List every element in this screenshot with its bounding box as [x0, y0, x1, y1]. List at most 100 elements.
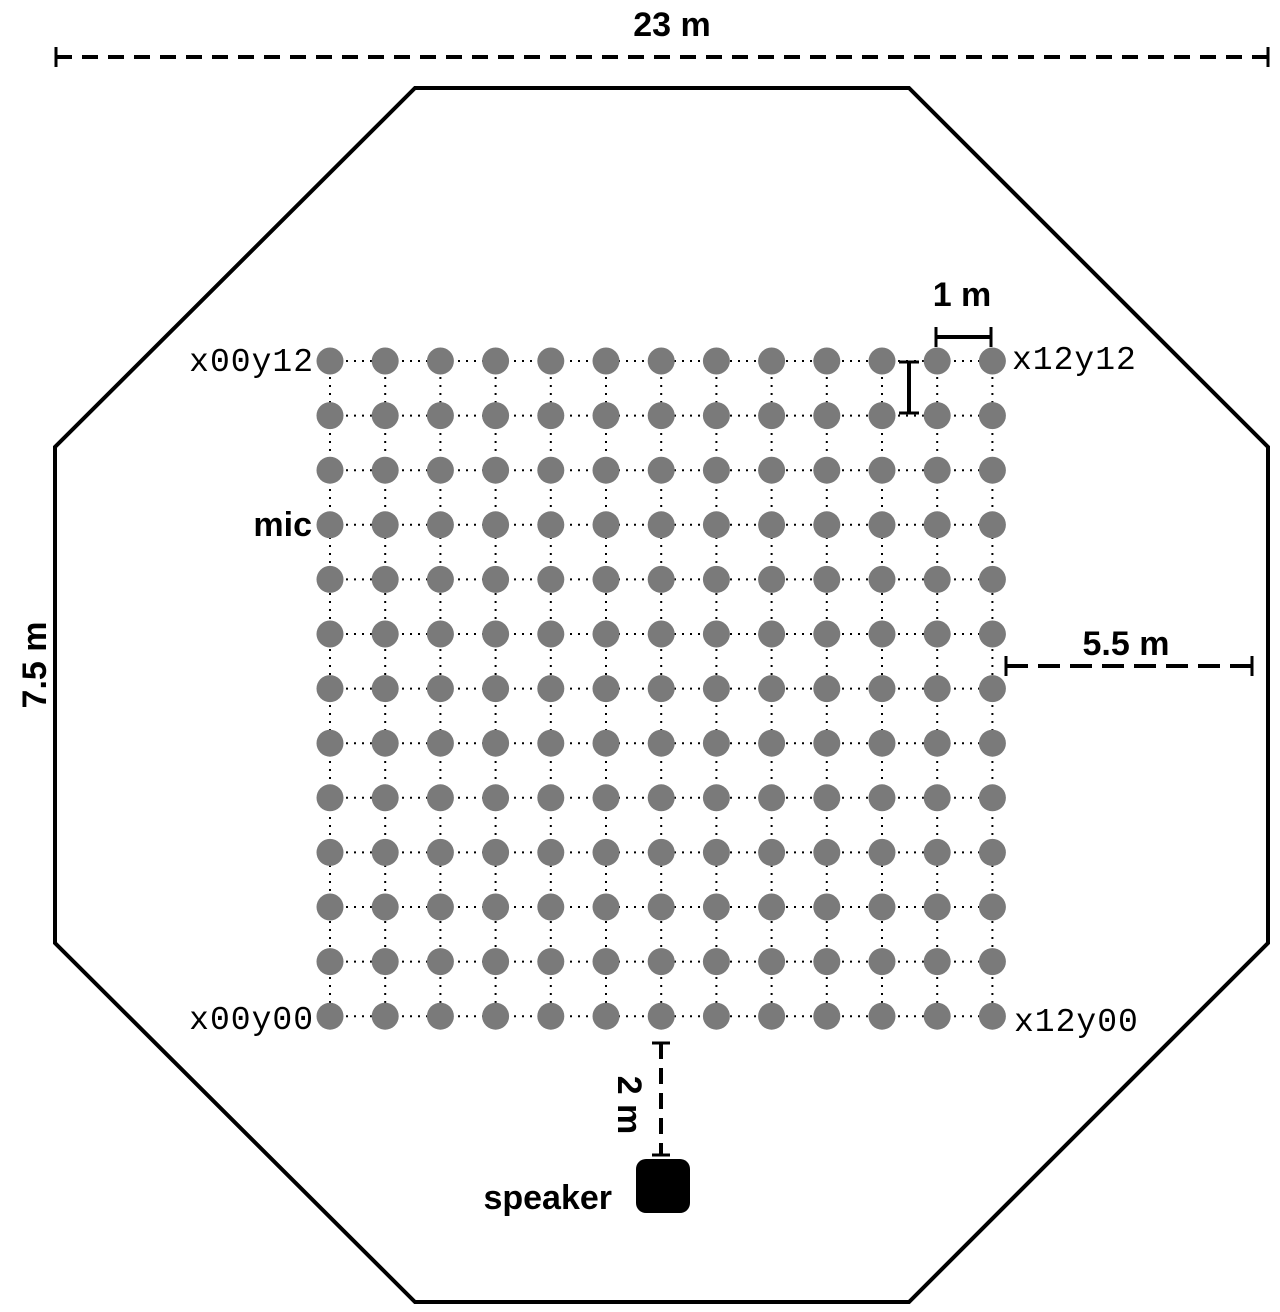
mic-point — [923, 784, 951, 812]
mic-point — [758, 729, 786, 757]
mic-point — [978, 347, 1006, 375]
mic-array — [316, 347, 1006, 1030]
mic-point — [426, 620, 454, 648]
mic-point — [813, 456, 841, 484]
mic-point — [371, 347, 399, 375]
mic-point — [647, 620, 675, 648]
mic-point — [813, 675, 841, 703]
mic-point — [371, 402, 399, 430]
mic-point — [316, 784, 344, 812]
mic-point — [868, 402, 896, 430]
mic-point — [316, 456, 344, 484]
mic-point — [592, 402, 620, 430]
mic-point — [868, 729, 896, 757]
mic-point — [592, 784, 620, 812]
mic-point — [978, 838, 1006, 866]
mic-point — [647, 838, 675, 866]
mic-point — [371, 565, 399, 593]
mic-point — [647, 402, 675, 430]
mic-point — [537, 838, 565, 866]
mic-point — [978, 784, 1006, 812]
mic-point — [647, 893, 675, 921]
mic-point — [978, 1002, 1006, 1030]
mic-point — [426, 948, 454, 976]
mic-point — [647, 456, 675, 484]
mic-point — [537, 675, 565, 703]
mic-point — [702, 402, 730, 430]
mic-point — [813, 948, 841, 976]
mic-point — [592, 620, 620, 648]
mic-point — [371, 838, 399, 866]
mic-point — [537, 565, 565, 593]
mic-point — [482, 675, 510, 703]
mic-point — [426, 838, 454, 866]
mic-point — [537, 456, 565, 484]
mic-point — [868, 511, 896, 539]
mic-point — [647, 1002, 675, 1030]
mic-point — [537, 1002, 565, 1030]
mic-point — [592, 565, 620, 593]
mic-point — [482, 565, 510, 593]
mic-point — [316, 620, 344, 648]
mic-point — [592, 511, 620, 539]
mic-point — [592, 893, 620, 921]
mic-point — [702, 948, 730, 976]
mic-point — [371, 893, 399, 921]
mic-point — [813, 838, 841, 866]
mic-point — [923, 838, 951, 866]
mic-point — [813, 729, 841, 757]
mic-point — [868, 1002, 896, 1030]
mic-point — [316, 1002, 344, 1030]
mic-point — [482, 893, 510, 921]
mic-point — [482, 347, 510, 375]
corner-label-bottom-right: x12y00 — [1014, 1004, 1139, 1041]
mic-point — [426, 565, 454, 593]
mic-point — [758, 347, 786, 375]
mic-point — [371, 511, 399, 539]
mic-point — [923, 893, 951, 921]
mic-point — [923, 948, 951, 976]
mic-point — [923, 1002, 951, 1030]
mic-point — [592, 456, 620, 484]
mic-point — [868, 893, 896, 921]
mic-point — [647, 347, 675, 375]
speaker-distance-dimension: 2 m — [610, 1041, 670, 1157]
mic-point — [758, 456, 786, 484]
mic-point — [813, 784, 841, 812]
mic-point — [647, 784, 675, 812]
mic-point — [537, 402, 565, 430]
mic-point — [316, 675, 344, 703]
mic-point — [537, 729, 565, 757]
mic-point — [868, 620, 896, 648]
mic-point — [923, 565, 951, 593]
mic-point — [702, 620, 730, 648]
mic-point — [978, 456, 1006, 484]
side-gap-label: 5.5 m — [1083, 625, 1170, 663]
mic-point — [868, 456, 896, 484]
mic-point — [758, 402, 786, 430]
mic-point — [482, 838, 510, 866]
mic-point — [923, 729, 951, 757]
mic-point — [482, 456, 510, 484]
speaker-label: speaker — [483, 1179, 612, 1217]
mic-point — [371, 456, 399, 484]
mic-point — [316, 838, 344, 866]
room-outline — [53, 86, 1270, 1304]
mic-point — [702, 784, 730, 812]
mic-point — [647, 565, 675, 593]
side-gap-dimension: 5.5 m — [1004, 625, 1254, 676]
mic-point — [426, 784, 454, 812]
mic-point — [702, 456, 730, 484]
mic-point — [316, 729, 344, 757]
mic-point — [978, 729, 1006, 757]
mic-point — [482, 784, 510, 812]
mic-point — [537, 948, 565, 976]
spacing-dimension: 1 m — [899, 276, 993, 415]
mic-point — [426, 456, 454, 484]
mic-point — [702, 511, 730, 539]
mic-point — [702, 893, 730, 921]
mic-point — [371, 784, 399, 812]
mic-point — [758, 784, 786, 812]
mic-point — [592, 729, 620, 757]
